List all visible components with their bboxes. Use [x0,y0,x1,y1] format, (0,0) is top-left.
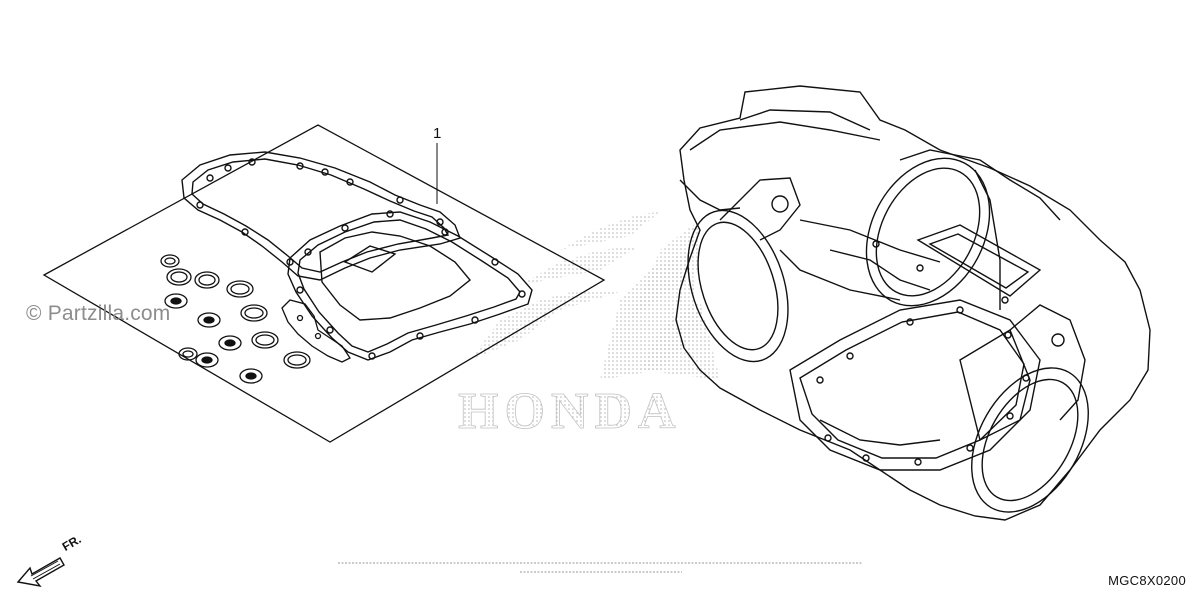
o-rings [160,254,311,384]
fine-print [338,562,862,573]
gasket-kit-sheet [42,124,606,443]
diagram-code: MGC8X0200 [1108,573,1186,588]
honda-wing-logo: HONDA [458,212,720,440]
callout-number-1[interactable]: 1 [433,125,442,142]
partzilla-watermark: © Partzilla.com [26,302,171,325]
cover-gasket [281,299,351,363]
engine-block [675,85,1151,521]
gasket-sheet-outline [42,124,606,443]
head-gasket [181,151,461,281]
crankcase-gasket [287,210,533,361]
honda-wordmark: HONDA [458,383,682,440]
front-direction-arrow [16,557,65,588]
